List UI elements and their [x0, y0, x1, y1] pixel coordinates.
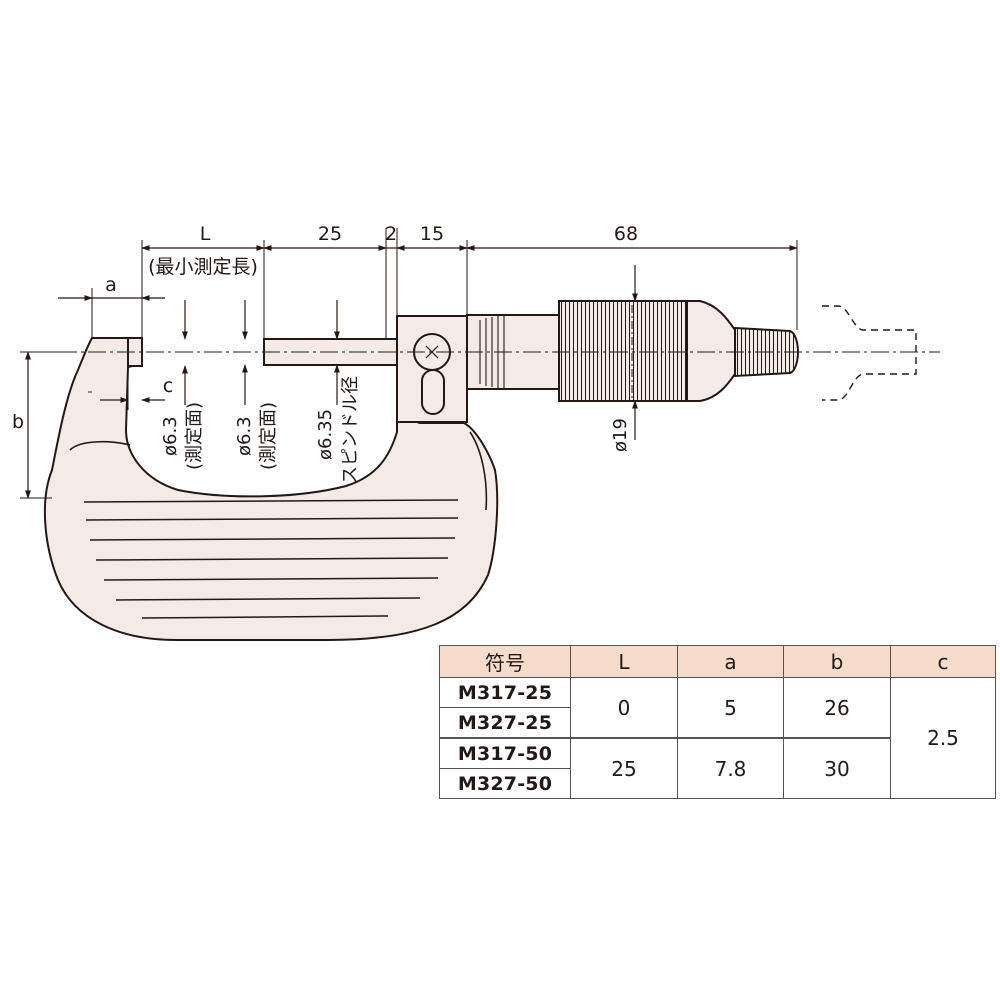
table-row: M327-25 — [439, 707, 996, 739]
spindle-dia-jp-label: スピンドル径 — [340, 376, 361, 484]
table-header-row: 符号 L a b c — [439, 645, 996, 678]
L-cell: 25 — [570, 737, 678, 799]
anvil-dia-label: ø6.3 — [160, 416, 181, 456]
spec-table: 符号 L a b c M317-25 0 5 26 2.5 M327-25 M3… — [439, 645, 996, 799]
header-a: a — [677, 645, 784, 678]
thimble — [558, 300, 688, 402]
dim-c-label: c — [163, 375, 173, 397]
extension-ghost — [822, 305, 917, 401]
header-b: b — [783, 645, 891, 678]
anvil-face-label: (測定面) — [184, 402, 205, 470]
a-cell: 7.8 — [677, 737, 784, 799]
table-row: M317-50 25 7.8 30 — [439, 737, 996, 799]
thimble-rear — [686, 300, 736, 402]
spindle-face-dia-label: ø6.3 — [234, 416, 255, 456]
spindle-dia-label: ø6.35 — [315, 409, 336, 460]
b-cell: 26 — [783, 677, 891, 739]
insulator-grip-lines — [83, 499, 459, 619]
dim-b-label: b — [12, 411, 24, 433]
frame-inner-outline — [69, 431, 488, 511]
c-cell: 2.5 — [890, 677, 996, 799]
dim-min-length-label: (最小測定長) — [148, 256, 258, 278]
dim-2-label: 2 — [385, 223, 397, 245]
model-cell: M327-25 — [439, 707, 571, 739]
header-L: L — [570, 645, 678, 678]
model-cell: M317-50 — [439, 737, 571, 769]
model-cell: M327-50 — [439, 768, 571, 799]
header-symbol: 符号 — [439, 645, 571, 678]
spindle-face-label: (測定面) — [258, 402, 279, 470]
L-cell: 0 — [570, 677, 678, 739]
dim-a-label: a — [105, 274, 117, 296]
table-row: M317-25 0 5 26 2.5 — [439, 677, 996, 799]
table-row: M327-50 — [439, 768, 996, 799]
header-c: c — [890, 645, 996, 678]
frame-body — [43, 337, 499, 641]
a-cell: 5 — [677, 677, 784, 739]
dim-25-label: 25 — [318, 223, 342, 245]
b-cell: 30 — [783, 737, 891, 799]
thimble-dia-label: ø19 — [610, 418, 631, 452]
model-cell: M317-25 — [439, 677, 571, 708]
dim-L-label: L — [200, 223, 211, 245]
dim-68-label: 68 — [614, 223, 638, 245]
lock-lever — [421, 369, 445, 415]
dim-15-label: 15 — [420, 223, 444, 245]
